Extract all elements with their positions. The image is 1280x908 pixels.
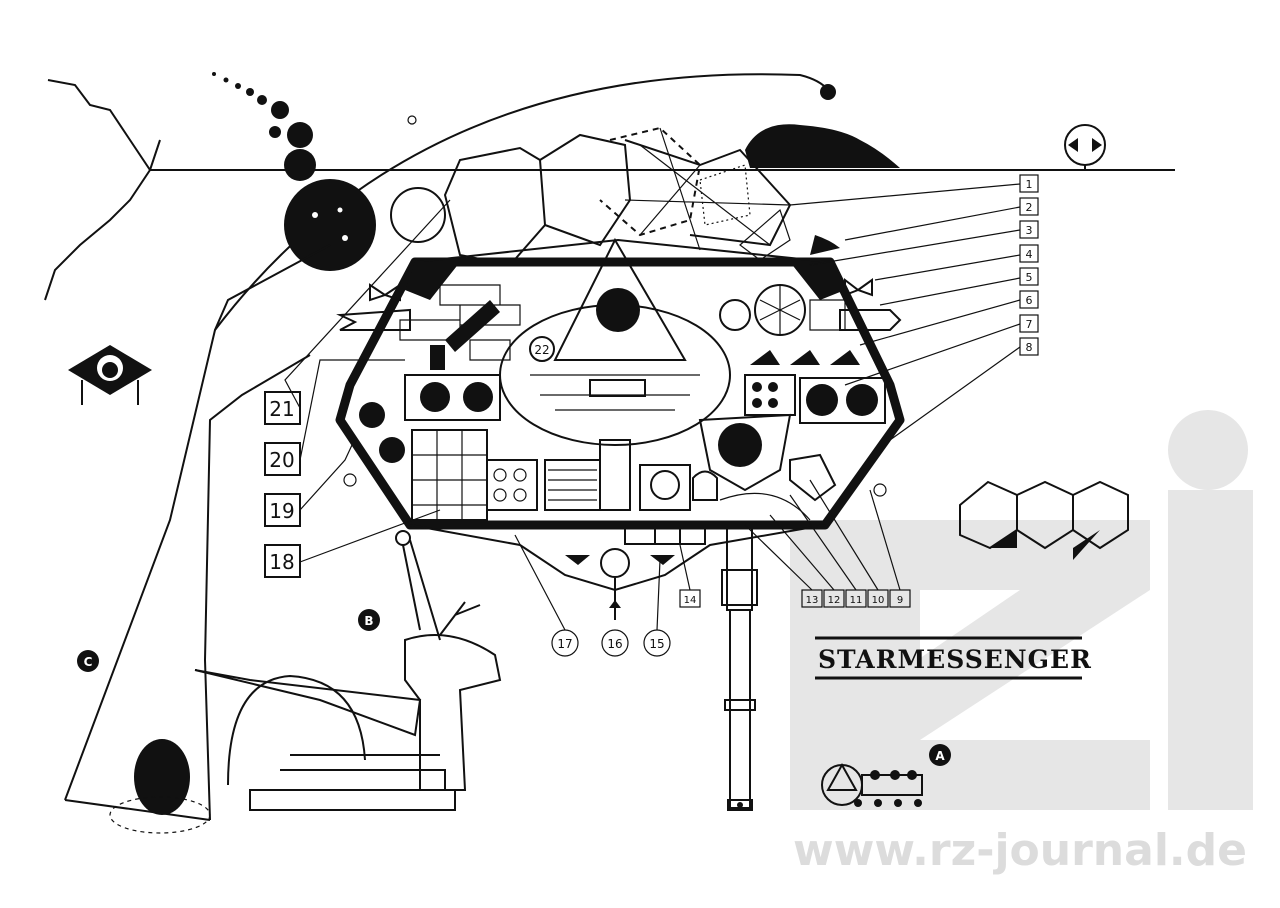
section-c-tower — [64, 244, 331, 834]
callout-8: 8 — [1026, 341, 1033, 354]
title-block: STARMESSENGER — [815, 636, 1092, 680]
eye-icon — [68, 345, 152, 405]
callout-13: 13 — [806, 595, 819, 606]
landscape — [44, 79, 1175, 301]
underside-bays — [565, 521, 706, 620]
callout-7: 7 — [1026, 318, 1033, 331]
watermark-logo — [790, 410, 1253, 810]
callout-16: 16 — [607, 637, 622, 651]
landing-leg — [721, 524, 758, 811]
callout-4: 4 — [1026, 248, 1033, 261]
callout-17: 17 — [557, 637, 572, 651]
watermark-url: www.rz-journal.de — [793, 825, 1247, 876]
callout-20: 20 — [269, 448, 294, 472]
callout-5: 5 — [1026, 271, 1033, 284]
callout-3: 3 — [1026, 224, 1033, 237]
section-b-observatory — [194, 530, 502, 811]
callout-1: 1 — [1026, 178, 1033, 191]
callout-9: 9 — [897, 595, 903, 606]
compass-icon — [1064, 124, 1106, 170]
callouts-left: 21 20 19 18 — [264, 199, 451, 578]
callout-10: 10 — [872, 595, 885, 606]
callout-12: 12 — [828, 595, 841, 606]
hexagon-modules — [959, 480, 1129, 560]
callout-14: 14 — [684, 595, 697, 606]
callout-21: 21 — [269, 397, 294, 421]
callout-11: 11 — [850, 595, 863, 606]
callout-22: 22 — [534, 343, 549, 357]
callout-2: 2 — [1026, 201, 1033, 214]
planet-icon — [212, 72, 376, 271]
left-chambers — [359, 374, 718, 521]
callout-19: 19 — [269, 499, 294, 523]
marker-c: C — [84, 655, 93, 669]
diagram-title: STARMESSENGER — [818, 645, 1092, 674]
marker-b: B — [364, 614, 373, 628]
callouts-bottom: 13 12 11 10 9 14 — [679, 479, 911, 608]
callout-18: 18 — [269, 550, 294, 574]
section-a-vehicle — [821, 762, 923, 807]
callout-15: 15 — [649, 637, 664, 651]
side-modules — [336, 235, 902, 497]
callout-6: 6 — [1026, 294, 1033, 307]
section-markers: A B C — [77, 609, 951, 766]
callouts-circled: 17 16 15 — [514, 534, 671, 657]
marker-a: A — [935, 749, 945, 763]
callouts-right: 1 2 3 4 5 6 7 8 — [789, 174, 1039, 441]
sphere-module — [390, 187, 446, 243]
